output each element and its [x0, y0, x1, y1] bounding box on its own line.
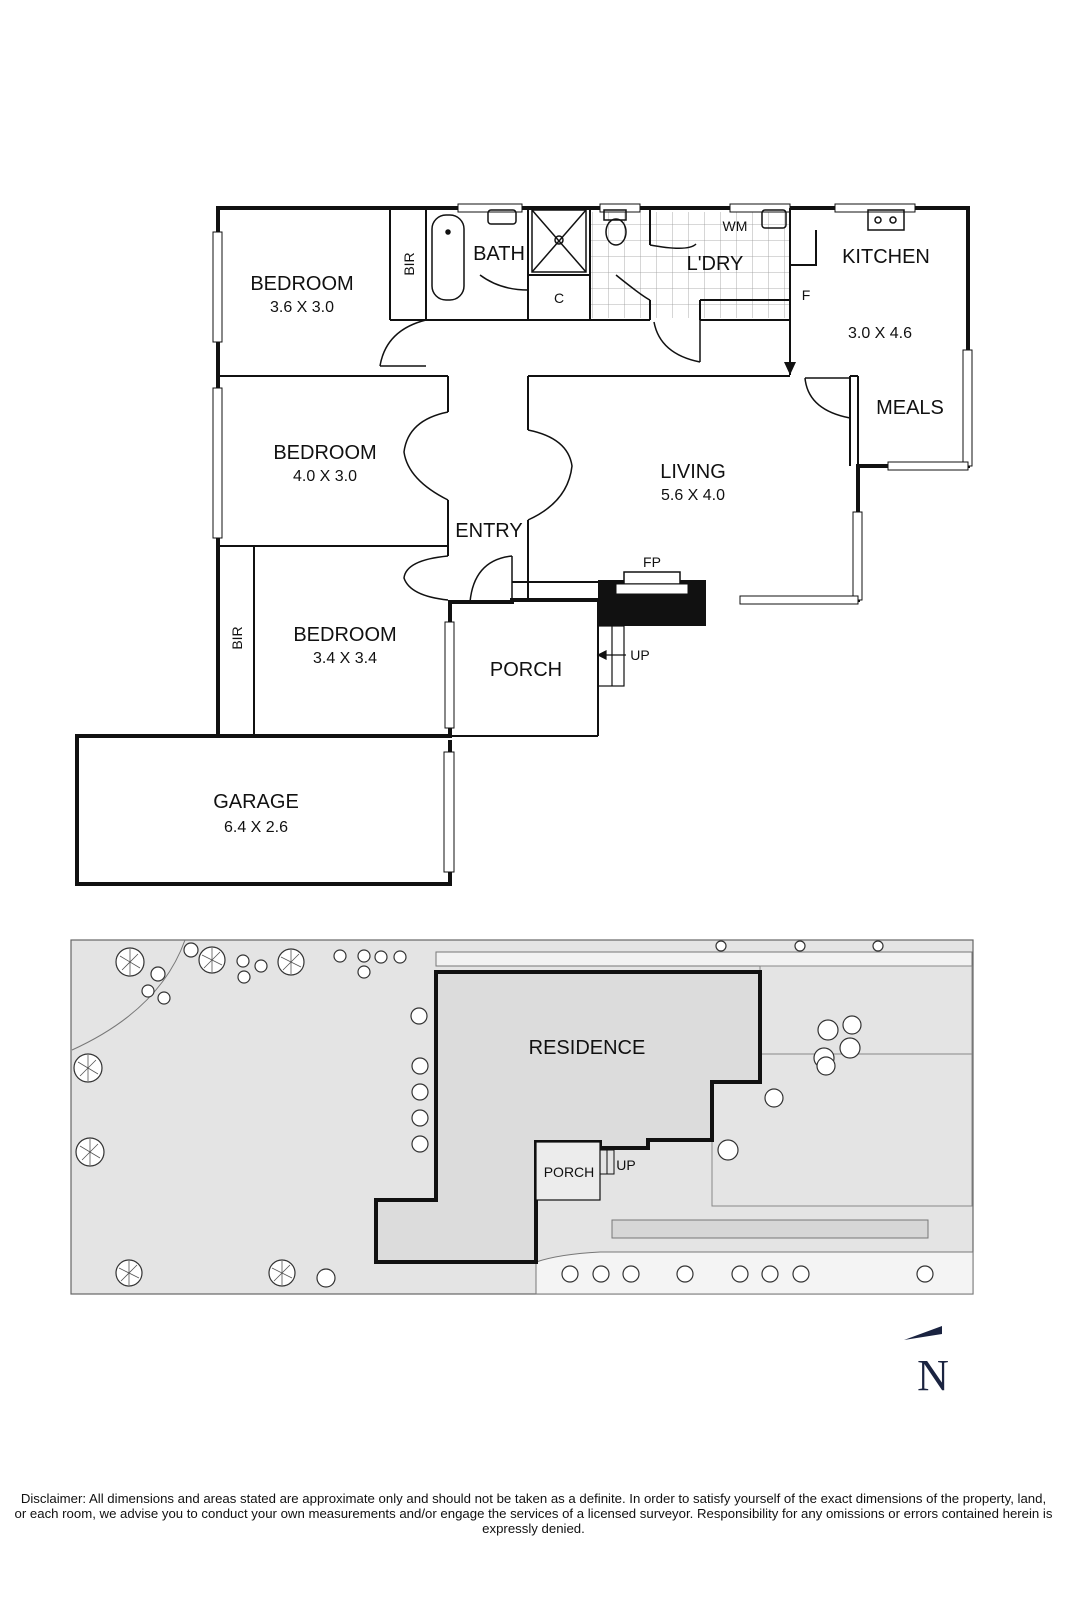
room-name-entry: ENTRY: [455, 520, 522, 542]
garden-bed: [611, 1219, 929, 1239]
tree-icon: [764, 1088, 784, 1108]
room-name-bedroom-1: BEDROOM: [250, 273, 353, 295]
tree-icon: [357, 965, 371, 979]
tree-icon: [817, 1019, 839, 1041]
tree-icon: [75, 1137, 105, 1167]
fridge-arrow: [784, 330, 796, 375]
tree-icon: [717, 1139, 739, 1161]
tree-icon: [393, 950, 407, 964]
tree-icon: [561, 1265, 579, 1283]
room-dims-garage: 6.4 X 2.6: [224, 819, 288, 836]
north-compass: N: [904, 1326, 949, 1400]
tree-icon: [592, 1265, 610, 1283]
tree-icon: [236, 954, 250, 968]
disclaimer-text: Disclaimer: All dimensions and areas sta…: [14, 1491, 1053, 1536]
site-porch-label: PORCH: [544, 1164, 595, 1180]
room-name-porch: PORCH: [490, 659, 562, 681]
tree-icon: [731, 1265, 749, 1283]
tree-icon: [316, 1268, 336, 1288]
room-name-garage: GARAGE: [213, 791, 299, 813]
windows: [212, 203, 973, 873]
fireplace-label: FP: [643, 554, 661, 570]
tree-icon: [183, 942, 199, 958]
tree-icon: [333, 949, 347, 963]
outer-walls: [75, 206, 970, 886]
cupboard-label: C: [554, 290, 564, 306]
tree-icon: [198, 946, 226, 974]
floor-plan: BEDROOM 3.6 X 3.0 BEDROOM 4.0 X 3.0 BEDR…: [75, 203, 973, 886]
room-name-laundry: L'DRY: [687, 253, 744, 275]
porch-steps: [596, 625, 626, 687]
steps-up-label: UP: [630, 647, 649, 663]
room-dims-living: 5.6 X 4.0: [661, 487, 725, 504]
north-arrow-icon: [904, 1326, 942, 1340]
trees: [73, 940, 934, 1288]
tree-icon: [374, 950, 388, 964]
site-steps: [599, 1149, 615, 1175]
tree-icon: [411, 1109, 429, 1127]
tree-icon: [842, 1015, 862, 1035]
residence-label: RESIDENCE: [529, 1037, 646, 1059]
tree-icon: [792, 1265, 810, 1283]
tree-icon: [157, 991, 171, 1005]
room-name-kitchen: KITCHEN: [842, 246, 930, 268]
room-dims-kitchen: 3.0 X 4.6: [848, 325, 912, 342]
tree-icon: [715, 940, 727, 952]
room-name-bedroom-2: BEDROOM: [273, 442, 376, 464]
tree-icon: [357, 949, 371, 963]
room-dims-bedroom-1: 3.6 X 3.0: [270, 299, 334, 316]
tree-icon: [411, 1057, 429, 1075]
tree-icon: [916, 1265, 934, 1283]
washing-machine-label: WM: [723, 218, 748, 234]
fireplace: [598, 571, 706, 626]
rear-yard-line: [759, 965, 973, 1055]
tree-icon: [676, 1265, 694, 1283]
site-plan: RESIDENCE PORCH UP: [70, 939, 974, 1295]
tree-icon: [73, 1053, 103, 1083]
tree-icon: [268, 1259, 296, 1287]
tree-icon: [794, 940, 806, 952]
room-name-bath: BATH: [473, 243, 525, 265]
tree-icon: [237, 970, 251, 984]
site-steps-up-label: UP: [616, 1157, 635, 1173]
bathroom-fixtures: [431, 209, 905, 301]
driveway: [535, 1251, 974, 1295]
boundary-strip: [435, 951, 973, 967]
door-swings: [379, 243, 851, 603]
tree-icon: [761, 1265, 779, 1283]
tree-icon: [141, 984, 155, 998]
tree-icon: [622, 1265, 640, 1283]
north-label: N: [917, 1351, 949, 1400]
garden-arc: [71, 939, 186, 1051]
fridge-label: F: [802, 287, 811, 303]
bir-label-2: BIR: [229, 626, 245, 649]
tree-icon: [411, 1135, 429, 1153]
tree-icon: [411, 1083, 429, 1101]
tree-icon: [115, 1259, 143, 1287]
tree-icon: [115, 947, 145, 977]
tree-icon: [277, 948, 305, 976]
room-dims-bedroom-2: 4.0 X 3.0: [293, 468, 357, 485]
tree-icon: [150, 966, 166, 982]
tree-icon: [254, 959, 268, 973]
tree-icon: [816, 1056, 836, 1076]
room-name-meals: MEALS: [876, 397, 944, 419]
room-name-living: LIVING: [660, 461, 726, 483]
tree-icon: [839, 1037, 861, 1059]
bir-label-1: BIR: [401, 252, 417, 275]
tree-icon: [872, 940, 884, 952]
room-dims-bedroom-3: 3.4 X 3.4: [313, 650, 377, 667]
tree-icon: [410, 1007, 428, 1025]
room-name-bedroom-3: BEDROOM: [293, 624, 396, 646]
